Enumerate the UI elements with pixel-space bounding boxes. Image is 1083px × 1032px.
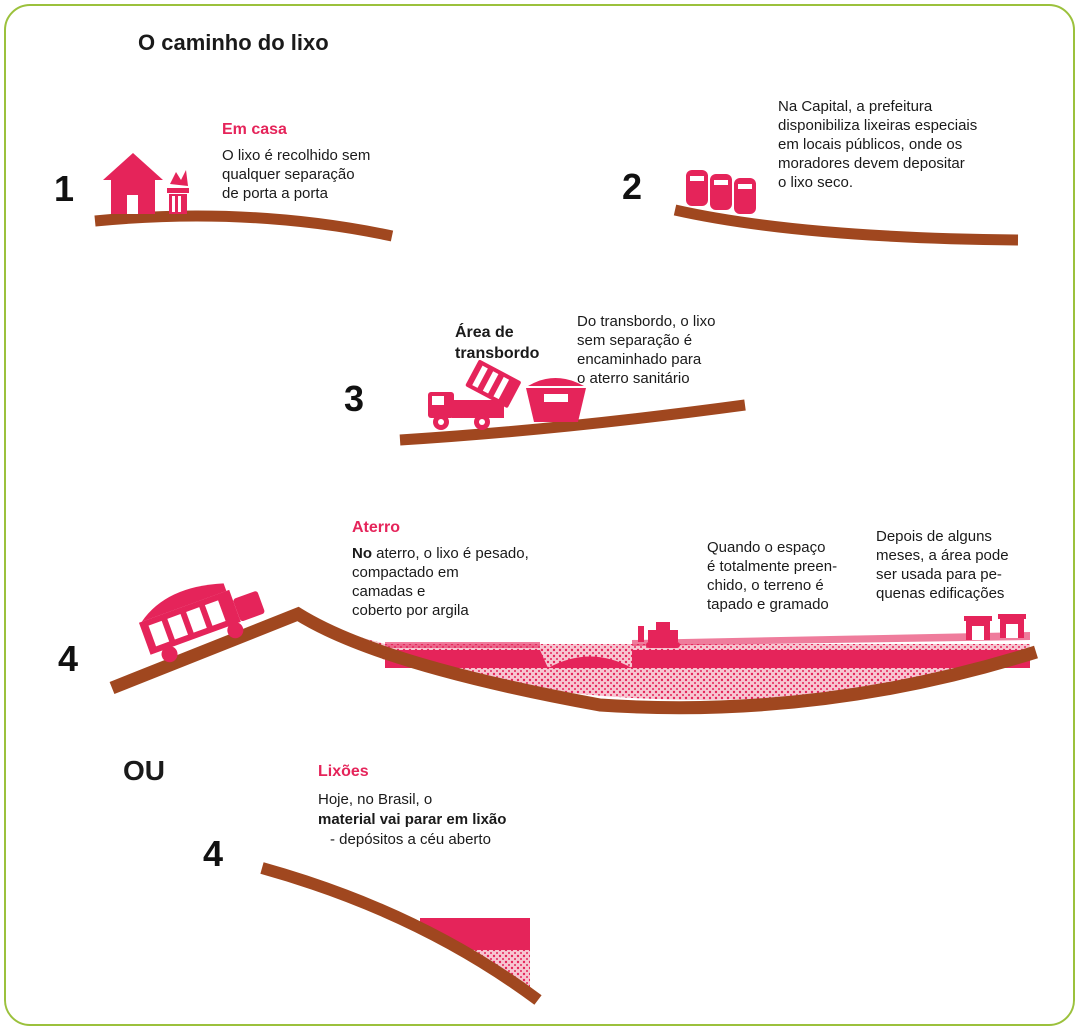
step2-text: Na Capital, a prefeitura disponibiliza l…	[778, 98, 978, 191]
page-title: O caminho do lixo	[138, 30, 329, 55]
house-icon	[103, 153, 163, 214]
landfill-mound	[548, 656, 632, 668]
ground-step4	[109, 606, 1038, 715]
trash-can-icon	[167, 170, 189, 214]
dump-truck-icon	[428, 360, 521, 430]
ground-step2	[673, 204, 1019, 246]
step4-number: 4	[58, 638, 79, 679]
step3-heading: Área de transbordo	[455, 324, 540, 362]
loaded-truck-icon	[138, 583, 265, 663]
step3-text: Do transbordo, o lixo sem separação é en…	[577, 313, 716, 387]
ground-step3	[399, 399, 746, 446]
landfill-layer	[385, 650, 1030, 668]
step2-number: 2	[622, 166, 643, 207]
step4-space-text: Quando o espaço é totalmente preen- chid…	[707, 539, 838, 613]
step4-text-bold: No	[352, 545, 372, 562]
bulldozer-icon	[638, 622, 680, 648]
landfill-cover	[385, 632, 1030, 648]
step4b-bold: material vai parar em lixão	[318, 811, 507, 828]
step4b-heading: Lixões	[318, 763, 369, 780]
step4-months-text: Depois de alguns meses, a área pode ser …	[876, 528, 1009, 602]
dumpster-icon	[526, 378, 586, 422]
bins-icon	[686, 170, 756, 214]
ground-step4b	[260, 862, 542, 1005]
dump-layer	[420, 918, 530, 950]
step4-text: No aterro, o lixo é pesado, compactado e…	[352, 544, 529, 620]
step4b-line3: - depósitos a céu aberto	[330, 831, 491, 848]
ground-step1	[94, 210, 394, 242]
step3-number: 3	[344, 378, 365, 419]
step1-number: 1	[54, 168, 75, 209]
step4-text-rest: aterro, o lixo é pesado, compactado em c…	[352, 545, 529, 619]
step4b-line1: Hoje, no Brasil, o	[318, 791, 433, 808]
step1-text: O lixo é recolhido sem qualquer separaçã…	[222, 147, 371, 202]
step4b-number: 4	[203, 833, 224, 874]
frame-border	[4, 4, 1075, 1026]
building-icon	[964, 614, 1026, 640]
step1-heading: Em casa	[222, 121, 287, 138]
step4-heading: Aterro	[352, 519, 401, 536]
or-label: OU	[123, 755, 165, 786]
